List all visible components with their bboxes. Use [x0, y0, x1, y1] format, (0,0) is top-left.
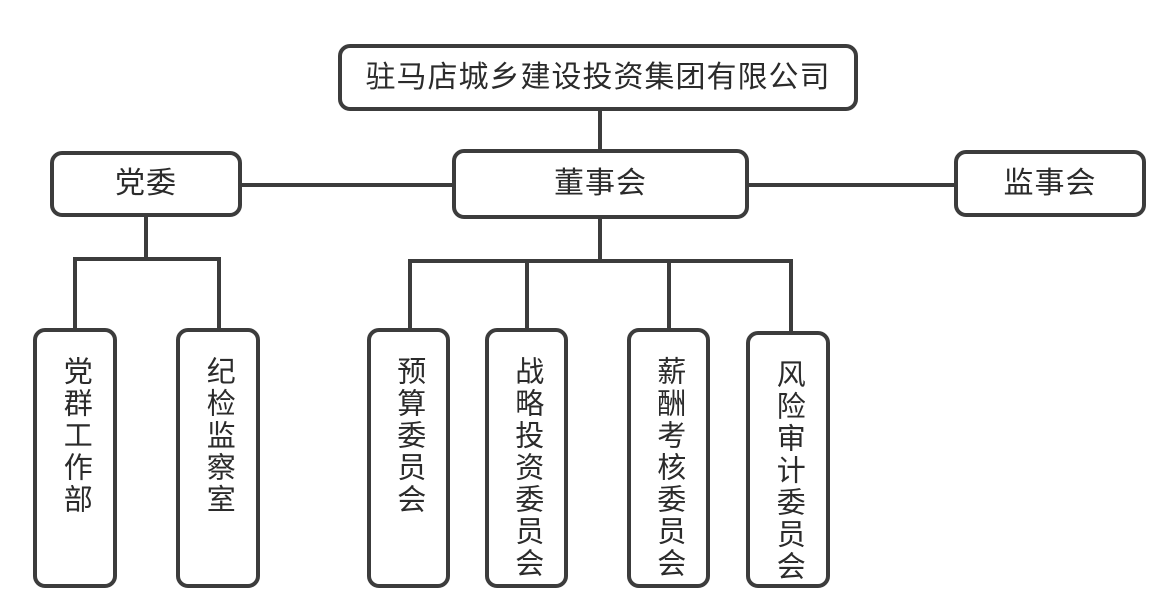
connector-board-to-compensation — [667, 259, 671, 330]
connector-board-bus — [408, 259, 793, 263]
node-label-board-of-supervisors: 监事会 — [1003, 166, 1097, 200]
connector-board-drop — [598, 219, 602, 261]
node-label-strategic-investment-committee: 战略投资委员会 — [510, 356, 543, 580]
node-label-budget-committee: 预算委员会 — [392, 356, 425, 516]
node-party-work-department[interactable]: 党群工作部 — [33, 328, 117, 588]
connector-board-to-budget — [408, 259, 412, 330]
node-compensation-assessment-committee[interactable]: 薪酬考核委员会 — [627, 328, 710, 588]
node-risk-audit-committee[interactable]: 风险审计委员会 — [746, 331, 830, 588]
node-label-risk-audit-committee: 风险审计委员会 — [772, 359, 805, 583]
node-discipline-inspection-office[interactable]: 纪检监察室 — [176, 328, 260, 588]
node-label-party-committee: 党委 — [115, 167, 177, 201]
connector-party-to-board — [242, 183, 452, 187]
node-label-root-company: 驻马店城乡建设投资集团有限公司 — [365, 60, 831, 94]
connector-root-to-board — [598, 111, 602, 151]
connector-board-to-supervisor — [749, 183, 954, 187]
node-board-of-directors[interactable]: 董事会 — [452, 149, 749, 219]
node-board-of-supervisors[interactable]: 监事会 — [954, 150, 1146, 217]
node-label-compensation-assessment-committee: 薪酬考核委员会 — [652, 356, 685, 580]
connector-party-drop — [144, 217, 148, 259]
node-strategic-investment-committee[interactable]: 战略投资委员会 — [485, 328, 568, 588]
connector-party-bus — [73, 257, 221, 261]
node-root-company[interactable]: 驻马店城乡建设投资集团有限公司 — [338, 44, 858, 111]
node-label-board-of-directors: 董事会 — [554, 167, 647, 201]
node-party-committee[interactable]: 党委 — [50, 151, 242, 217]
connector-party-to-discipline — [217, 257, 221, 330]
node-label-party-work-department: 党群工作部 — [59, 356, 92, 516]
connector-board-to-strategy — [525, 259, 529, 330]
node-budget-committee[interactable]: 预算委员会 — [367, 328, 450, 588]
node-label-discipline-inspection-office: 纪检监察室 — [202, 356, 235, 516]
connector-board-to-risk-audit — [789, 259, 793, 333]
connector-party-to-party-work — [73, 257, 77, 330]
